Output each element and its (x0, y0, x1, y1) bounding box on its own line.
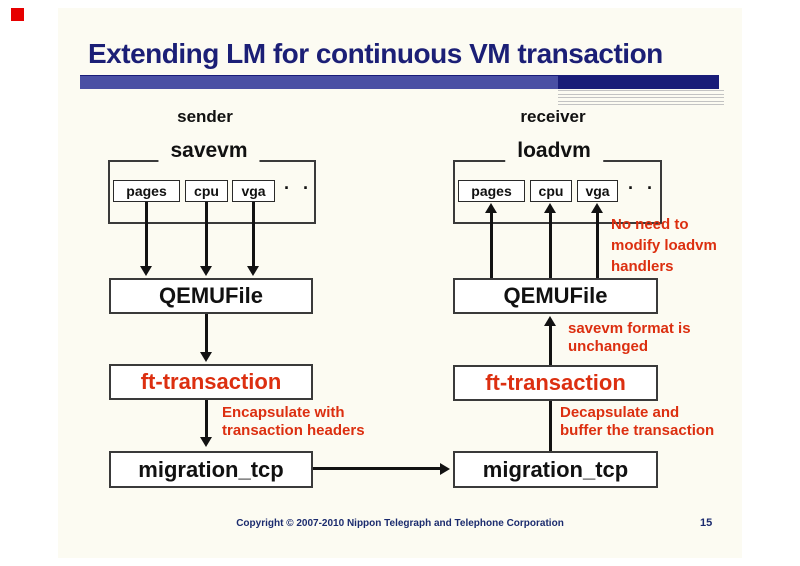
sender-handler-ellipsis: · · (284, 178, 313, 198)
sender-handler-cpu: cpu (185, 180, 228, 202)
decor-stripe (558, 90, 724, 91)
arrow-line (205, 400, 208, 437)
arrow-line (490, 212, 493, 278)
arrow-line (549, 326, 552, 365)
receiver-handler-cpu: cpu (530, 180, 572, 202)
receiver-migration-tcp-box: migration_tcp (453, 451, 658, 488)
arrow-line (205, 314, 208, 352)
sender-handler-pages: pages (113, 180, 180, 202)
no-need-annotation: No need to modify loadvm handlers (611, 214, 717, 277)
annotation-line: No need to (611, 216, 689, 233)
arrow-down-icon (247, 266, 259, 276)
receiver-qemufile-box: QEMUFile (453, 278, 658, 314)
receiver-handler-pages: pages (458, 180, 525, 202)
annotation-line: unchanged (568, 338, 649, 355)
sender-ft-transaction-box: ft-transaction (109, 364, 313, 400)
page-title: Extending LM for continuous VM transacti… (88, 38, 663, 69)
title-bar-slate (80, 76, 558, 89)
annotation-line: modify loadvm (611, 237, 717, 254)
receiver-handler-ellipsis: · · (628, 178, 657, 198)
arrow-line (549, 212, 552, 278)
annotation-line: transaction headers (222, 422, 365, 439)
decor-stripe (558, 97, 724, 98)
annotation-line: savevm format is (568, 320, 691, 337)
receiver-label: receiver (520, 107, 586, 126)
receiver-ft-transaction-box: ft-transaction (453, 365, 658, 401)
title-bar-navy (558, 76, 719, 89)
arrow-line (313, 467, 440, 470)
decapsulate-annotation: Decapsulate and buffer the transaction (560, 404, 714, 440)
arrow-line (205, 202, 208, 266)
sender-qemufile-box: QEMUFile (109, 278, 313, 314)
arrow-down-icon (200, 266, 212, 276)
decor-stripe (558, 100, 724, 102)
page-number: 15 (700, 517, 713, 529)
annotation-line: buffer the transaction (560, 422, 715, 439)
annotation-line: Decapsulate and (560, 404, 680, 421)
arrow-right-icon (440, 462, 450, 475)
red-corner-marker (11, 8, 24, 21)
savevm-group-label: savevm (158, 137, 260, 165)
arrow-line (252, 202, 255, 266)
arrow-line (549, 401, 552, 451)
annotation-line: Encapsulate with (222, 404, 345, 421)
sender-label: sender (177, 107, 233, 126)
arrow-up-icon (485, 203, 497, 213)
arrow-down-icon (200, 352, 212, 362)
sender-handler-vga: vga (232, 180, 275, 202)
savevm-format-annotation: savevm format is unchanged (568, 320, 691, 356)
annotation-line: handlers (611, 258, 674, 275)
arrow-line (145, 202, 148, 266)
arrow-line (596, 212, 599, 278)
title-underline (80, 75, 719, 76)
arrow-up-icon (591, 203, 603, 213)
arrow-down-icon (200, 437, 212, 447)
decor-stripe (558, 93, 724, 95)
encapsulate-annotation: Encapsulate with transaction headers (222, 404, 365, 440)
loadvm-group-label: loadvm (505, 137, 603, 165)
decor-stripe (558, 104, 724, 105)
copyright-text: Copyright © 2007-2010 Nippon Telegraph a… (236, 518, 564, 529)
arrow-up-icon (544, 316, 556, 326)
arrow-up-icon (544, 203, 556, 213)
arrow-down-icon (140, 266, 152, 276)
sender-migration-tcp-box: migration_tcp (109, 451, 313, 488)
receiver-handler-vga: vga (577, 180, 618, 202)
